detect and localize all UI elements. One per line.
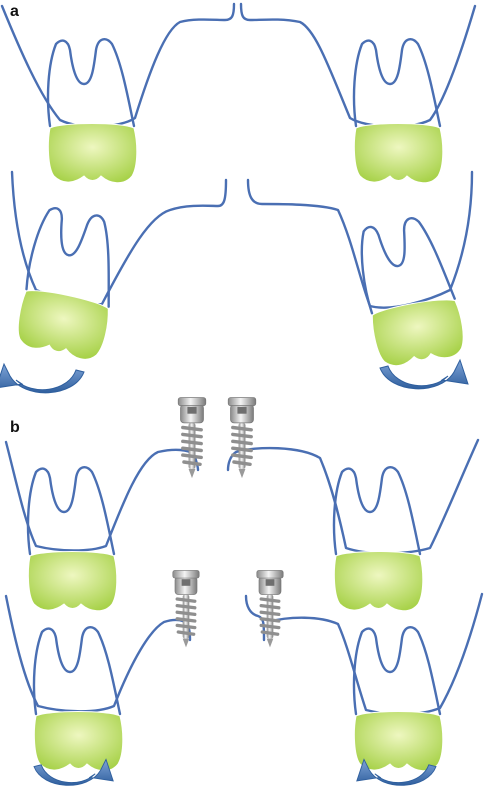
- molar-tooth-icon: [332, 466, 424, 612]
- panel-label-b: b: [10, 419, 20, 436]
- molar-tooth-icon: [46, 37, 138, 184]
- orthodontic-miniscrew-icon: [255, 568, 285, 650]
- curved-rotation-arrow-icon: [0, 363, 85, 394]
- panel-a-row-2: [0, 170, 474, 394]
- panel-label-a: a: [10, 3, 19, 20]
- molar-tooth-icon: [352, 37, 444, 184]
- molar-tooth-icon: [26, 466, 118, 612]
- palatal-contour: [0, 2, 477, 128]
- panel-b-row-1: [4, 395, 480, 612]
- molar-tooth-icon: [352, 626, 444, 772]
- orthodontic-miniscrew-icon: [171, 568, 201, 650]
- panel-b-row-2: [4, 568, 484, 786]
- palatal-contour: [10, 170, 474, 309]
- palatal-contour: [4, 592, 484, 716]
- orthodontic-miniscrew-icon: [176, 395, 208, 480]
- molar-tooth-icon: [353, 211, 469, 371]
- molar-tooth-icon: [32, 626, 124, 772]
- panel-a-row-1: [0, 2, 477, 184]
- orthodontic-miniscrew-icon: [226, 395, 258, 480]
